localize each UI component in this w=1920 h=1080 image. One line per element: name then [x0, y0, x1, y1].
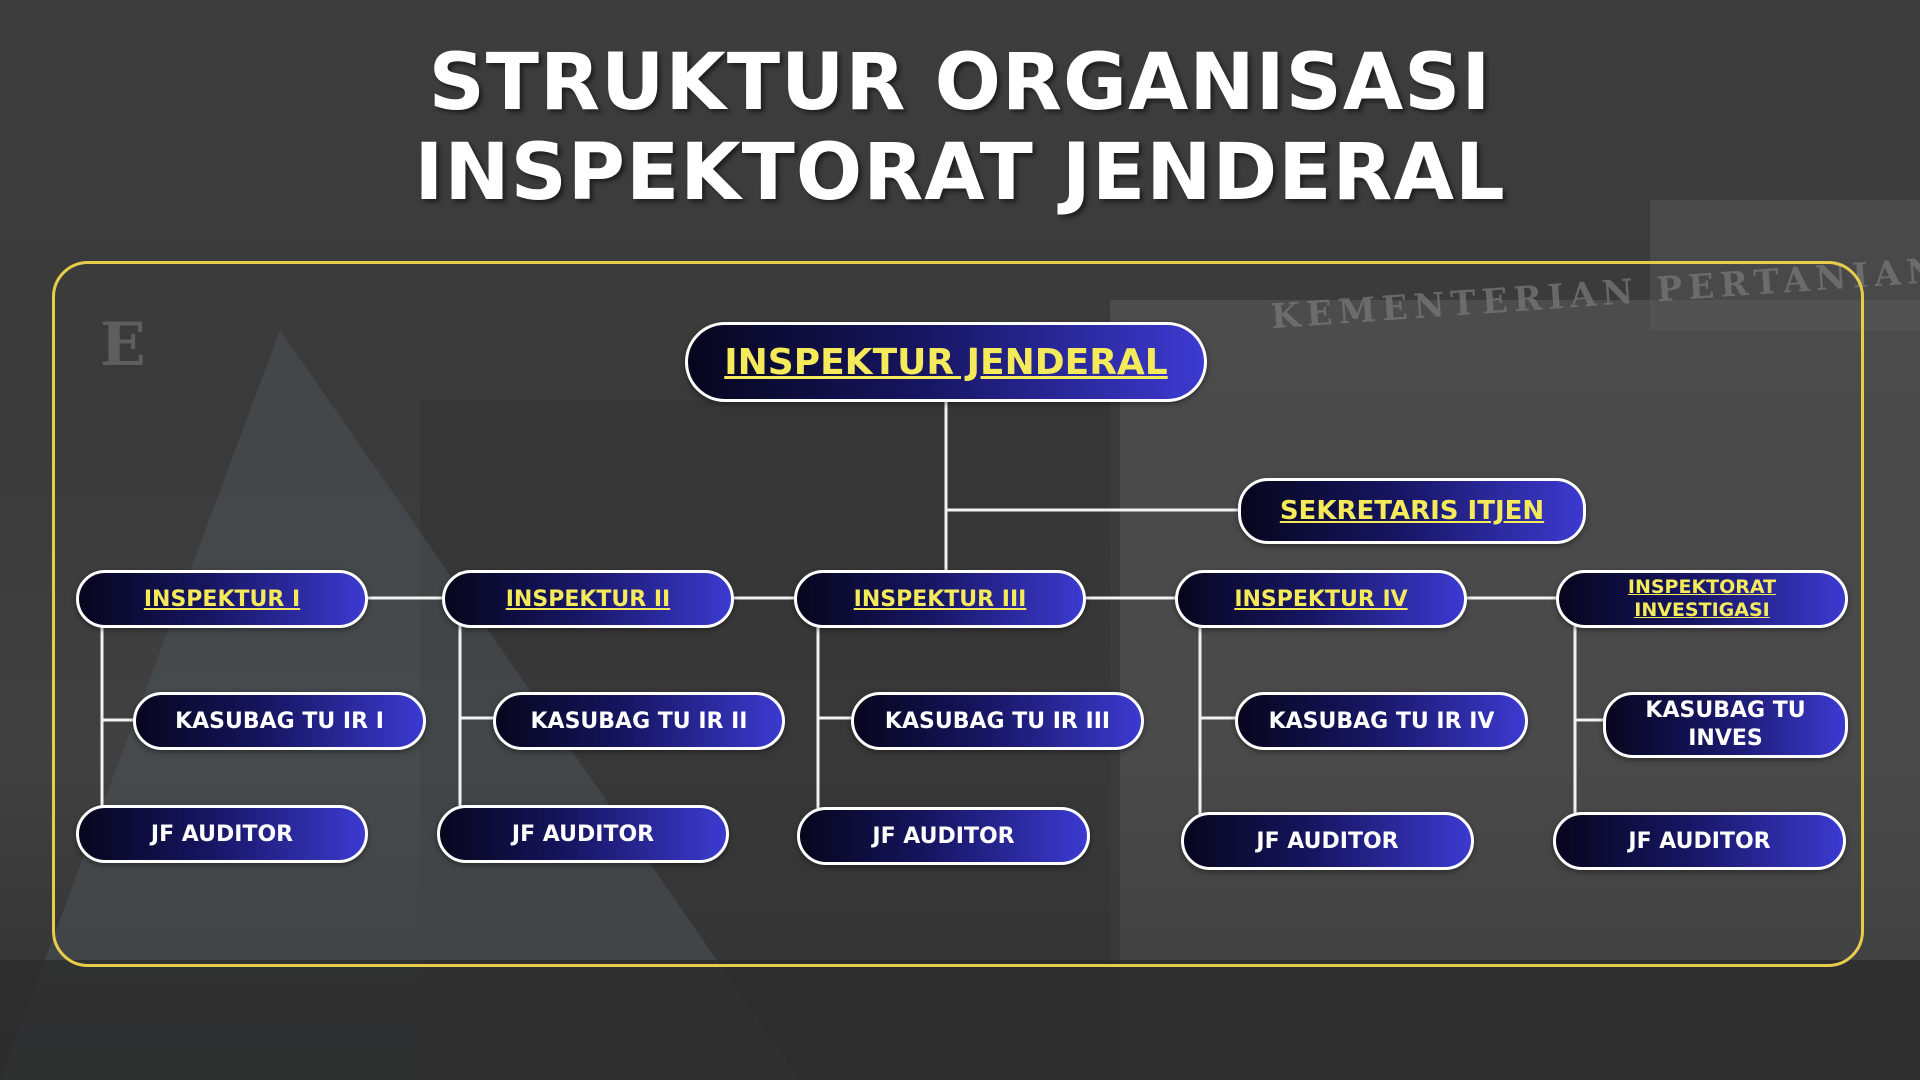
node-inspektorat-investigasi-line-1: INSPEKTORAT [1627, 576, 1777, 598]
background-ground [0, 960, 1920, 1080]
node-auditor-3-label: JF AUDITOR [872, 823, 1015, 849]
node-kasubag-3: KASUBAG TU IR III [851, 692, 1144, 750]
node-kasubag-1: KASUBAG TU IR I [133, 692, 426, 750]
node-kasubag-inves: KASUBAG TU INVES [1603, 692, 1848, 758]
node-inspektur-jenderal-label: INSPEKTUR JENDERAL [724, 341, 1168, 383]
page-title-line-1: STRUKTUR ORGANISASI [428, 38, 1492, 128]
node-kasubag-inves-line-1: KASUBAG TU [1645, 698, 1806, 723]
chart-frame [52, 261, 1864, 967]
node-sekretaris-itjen-label: SEKRETARIS ITJEN [1279, 496, 1545, 526]
node-auditor-1-label: JF AUDITOR [150, 821, 294, 847]
node-inspektur-4-label: INSPEKTUR IV [1234, 586, 1408, 612]
node-inspektur-jenderal: INSPEKTUR JENDERAL [685, 322, 1207, 402]
node-kasubag-inves-line-2: INVES [1688, 726, 1763, 751]
background-sign-letter: E [100, 310, 146, 380]
node-auditor-5-label: JF AUDITOR [1628, 828, 1771, 854]
node-kasubag-1-label: KASUBAG TU IR I [175, 708, 384, 734]
node-inspektur-1-label: INSPEKTUR I [143, 586, 301, 612]
node-auditor-2: JF AUDITOR [437, 805, 729, 863]
node-auditor-3: JF AUDITOR [797, 807, 1090, 865]
page-title-line-2: INSPEKTORAT JENDERAL [414, 128, 1506, 218]
node-sekretaris-itjen: SEKRETARIS ITJEN [1238, 478, 1586, 544]
background-building [1110, 300, 1920, 1080]
node-auditor-5: JF AUDITOR [1553, 812, 1846, 870]
node-auditor-4: JF AUDITOR [1181, 812, 1474, 870]
node-kasubag-4-label: KASUBAG TU IR IV [1268, 708, 1495, 734]
node-kasubag-2: KASUBAG TU IR II [493, 692, 785, 750]
node-kasubag-3-label: KASUBAG TU IR III [884, 708, 1111, 734]
node-kasubag-4: KASUBAG TU IR IV [1235, 692, 1528, 750]
node-inspektur-2: INSPEKTUR II [442, 570, 734, 628]
node-auditor-4-label: JF AUDITOR [1256, 828, 1399, 854]
node-inspektur-4: INSPEKTUR IV [1175, 570, 1467, 628]
node-auditor-2-label: JF AUDITOR [511, 821, 655, 847]
node-inspektorat-investigasi: INSPEKTORAT INVESTIGASI [1556, 570, 1848, 628]
node-inspektur-3-label: INSPEKTUR III [853, 586, 1027, 612]
node-kasubag-2-label: KASUBAG TU IR II [530, 708, 748, 734]
node-kasubag-inves-label: KASUBAG TU INVES [1645, 697, 1805, 753]
node-inspektorat-investigasi-label: INSPEKTORAT INVESTIGASI [1628, 576, 1776, 622]
node-inspektur-1: INSPEKTUR I [76, 570, 368, 628]
node-inspektur-3: INSPEKTUR III [794, 570, 1086, 628]
node-inspektur-2-label: INSPEKTUR II [505, 586, 671, 612]
node-auditor-1: JF AUDITOR [76, 805, 368, 863]
node-inspektorat-investigasi-line-2: INVESTIGASI [1634, 599, 1770, 621]
